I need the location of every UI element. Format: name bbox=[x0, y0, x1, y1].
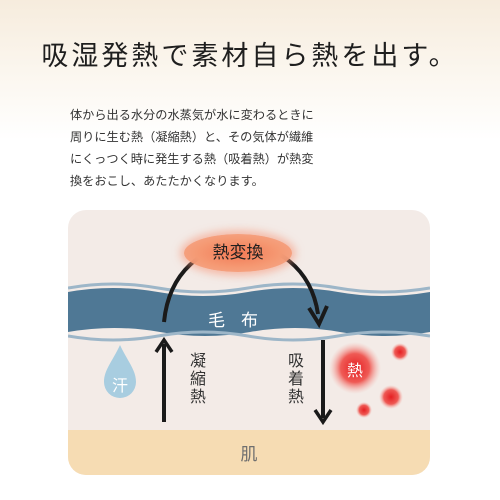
arrow-up-head bbox=[154, 336, 174, 353]
arrow-down-head bbox=[313, 409, 333, 426]
description-line: 体から出る水分の水蒸気が水に変わるときに bbox=[70, 108, 314, 122]
heat-dot-icon bbox=[391, 343, 409, 361]
condensation-heat-label: 凝縮熱 bbox=[187, 352, 206, 406]
heat-dot-icon bbox=[379, 385, 403, 409]
blanket-band bbox=[68, 288, 430, 336]
blanket-edge-top bbox=[68, 282, 430, 294]
headline: 吸湿発熱で素材自ら熱を出す。 bbox=[41, 41, 459, 72]
blanket-label: 毛布 bbox=[208, 311, 274, 331]
diagram-graphics bbox=[68, 242, 430, 426]
water-drop-icon bbox=[104, 345, 136, 398]
description-line: にくっつく時に発生する熱（吸着熱）が熱変 bbox=[70, 152, 314, 166]
skin-label: 肌 bbox=[240, 445, 258, 465]
blanket-edge-bottom bbox=[68, 330, 430, 342]
heat-dot-icon bbox=[356, 402, 372, 418]
heat-conversion-bubble: 熱変換 bbox=[184, 234, 292, 272]
curved-arrow-head bbox=[307, 305, 329, 329]
adsorption-heat-label: 吸着熱 bbox=[285, 352, 304, 406]
sweat-label: 汗 bbox=[111, 376, 128, 395]
heat-label: 熱 bbox=[346, 361, 363, 380]
diagram-panel: 熱変換 毛布 凝縮熱 吸着熱 汗 熱 肌 bbox=[68, 210, 430, 475]
description-line: 周りに生む熱（凝縮熱）と、その気体が繊維 bbox=[70, 130, 314, 144]
description-line: 換をおこし、あたたかくなります。 bbox=[70, 174, 264, 188]
description: 体から出る水分の水蒸気が水に変わるときに 周りに生む熱（凝縮熱）と、その気体が繊… bbox=[70, 104, 430, 192]
skin-layer: 肌 bbox=[68, 430, 430, 475]
heat-dot-icon bbox=[329, 342, 381, 394]
